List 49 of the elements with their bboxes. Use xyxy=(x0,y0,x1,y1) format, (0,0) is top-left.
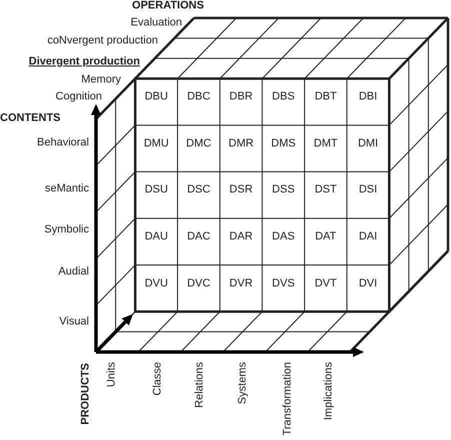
factor-code: DBU xyxy=(144,90,168,104)
operation-label: coNvergent production xyxy=(47,34,158,48)
product-label: Transformation xyxy=(282,362,294,436)
factor-code: DVC xyxy=(187,277,210,290)
factor-code: DMI xyxy=(358,137,378,150)
operation-label: Evaluation xyxy=(130,16,182,30)
factor-code: DBC xyxy=(187,90,210,104)
operation-label: Divergent production xyxy=(28,56,140,68)
factor-code: DSR xyxy=(229,184,253,197)
factor-code: DBT xyxy=(314,90,337,104)
product-label: Relations xyxy=(194,362,206,408)
factor-code: DBI xyxy=(358,90,378,104)
factor-code: DSU xyxy=(144,184,168,197)
factor-code: DVI xyxy=(358,277,378,290)
content-label: Audial xyxy=(58,266,89,278)
factor-code: DVT xyxy=(314,277,337,290)
factor-code: DVU xyxy=(144,277,168,290)
factor-code: DAC xyxy=(187,230,210,244)
factor-code: DST xyxy=(314,184,337,197)
axis-title: PRODUCTS xyxy=(80,363,92,425)
product-label: Classe xyxy=(152,362,164,396)
content-label: Behavioral xyxy=(37,136,89,150)
factor-code: DMC xyxy=(186,137,212,150)
factor-code: DMR xyxy=(228,137,254,150)
factor-code: DVR xyxy=(229,277,253,290)
factor-code: DMT xyxy=(314,137,338,150)
factor-code: DAT xyxy=(315,230,336,244)
axis-title: CONTENTS xyxy=(0,112,60,125)
factor-code: DSC xyxy=(187,184,210,197)
factor-code: DMU xyxy=(144,137,169,150)
factor-code: DAS xyxy=(272,230,295,244)
content-label: Visual xyxy=(59,316,89,328)
factor-code: DMS xyxy=(271,137,296,150)
factor-code: DBS xyxy=(272,90,295,104)
content-label: seMantic xyxy=(44,182,89,196)
axis-title: OPERATIONS xyxy=(132,0,204,12)
operation-label: Memory xyxy=(81,74,121,86)
factor-code: DSI xyxy=(358,184,378,197)
product-label: Units xyxy=(106,362,118,388)
product-label: Systems xyxy=(236,362,250,404)
factor-code: DAU xyxy=(144,230,168,244)
factor-code: DAI xyxy=(358,230,378,244)
factor-code: DVS xyxy=(272,277,295,290)
content-label: Symbolic xyxy=(44,224,89,236)
operation-label: Cognition xyxy=(56,90,102,104)
product-label: Implications xyxy=(322,362,336,420)
factor-code: DAR xyxy=(229,230,253,244)
factor-code: DSS xyxy=(272,184,295,197)
factor-code: DBR xyxy=(229,90,253,104)
